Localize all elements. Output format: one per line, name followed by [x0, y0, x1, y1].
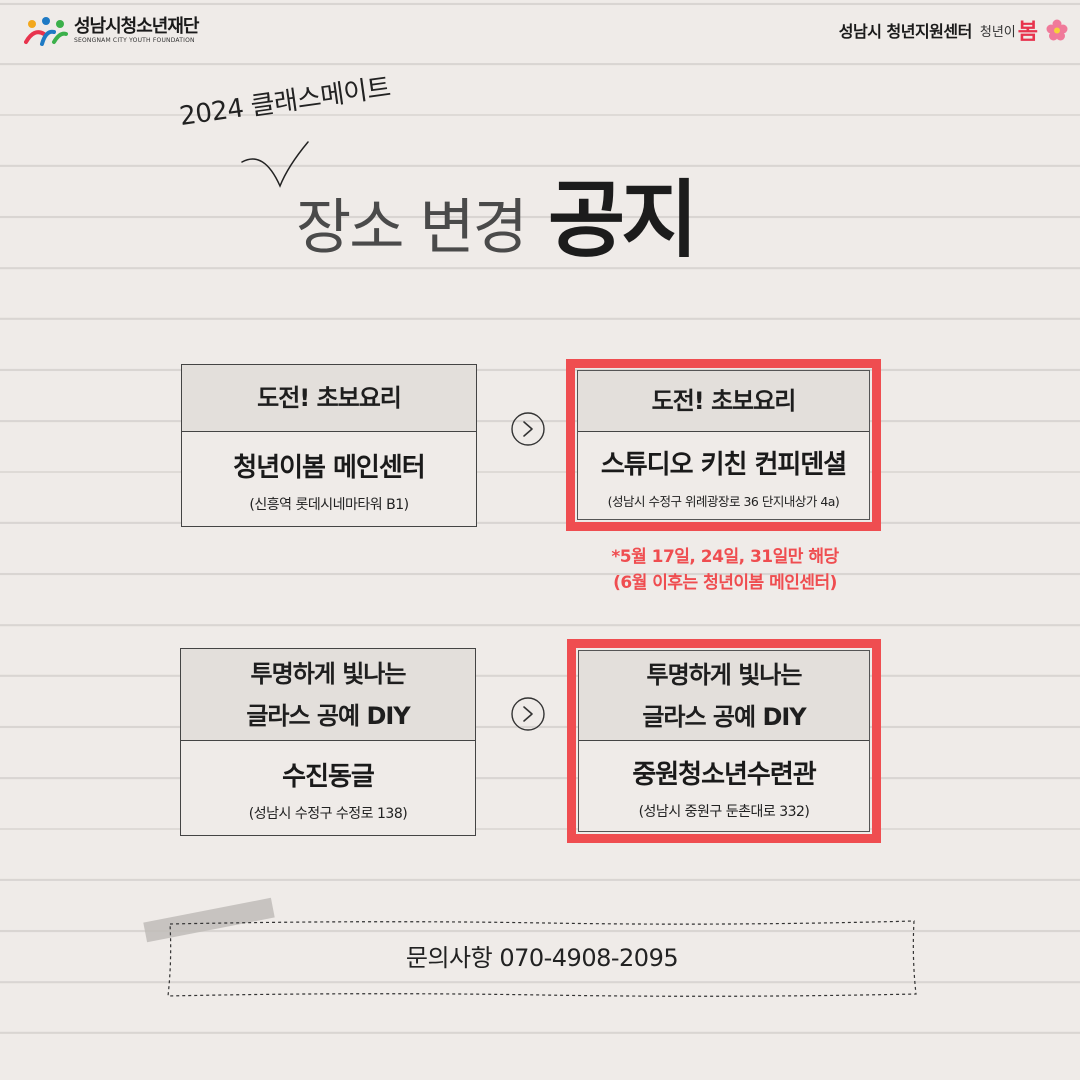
- class2-before-place: 수진동글: [282, 761, 375, 792]
- class2-before-card: 투명하게 빛나는 글라스 공예 DIY 수진동글 (성남시 수정구 수정로 13…: [180, 648, 476, 836]
- class2-after-class-line2: 글라스 공예 DIY: [642, 702, 806, 731]
- title-part2: 공지: [547, 171, 699, 269]
- class2-after-class-name: 투명하게 빛나는 글라스 공예 DIY: [579, 651, 869, 741]
- note-line2: (6월 이후는 청년이봄 메인센터): [613, 573, 837, 593]
- foundation-logo: 성남시청소년재단 SEONGNAM CITY YOUTH FOUNDATION: [24, 16, 199, 46]
- class2-before-class-line2: 글라스 공예 DIY: [246, 701, 410, 730]
- inquiry-contact: 문의사항 070-4908-2095: [405, 944, 679, 972]
- class1-before-card: 도전! 초보요리 청년이봄 메인센터 (신흥역 롯데시네마타워 B1): [181, 364, 477, 527]
- brand-main: 봄: [1017, 20, 1038, 45]
- class1-after-card: 도전! 초보요리 스튜디오 키친 컨피덴셜 (성남시 수정구 위례광장로 36 …: [577, 370, 870, 520]
- class1-after-highlight: [566, 359, 881, 531]
- chevron-right-icon: [511, 412, 545, 446]
- flower-icon: [1046, 19, 1068, 41]
- class2-before-class-name: 투명하게 빛나는 글라스 공예 DIY: [181, 649, 475, 741]
- class2-after-class-line1: 투명하게 빛나는: [646, 660, 803, 689]
- center-logo: 성남시 청년지원센터 청년이 봄: [839, 14, 1068, 46]
- center-name: 성남시 청년지원센터: [838, 22, 973, 41]
- inquiry-box-border: [167, 920, 917, 997]
- brand-sub: 청년이: [979, 24, 1016, 40]
- class2-before-class-line1: 투명하게 빛나는: [250, 659, 407, 688]
- class1-before-class-name: 도전! 초보요리: [182, 365, 476, 432]
- hero-subtitle: 2024 클래스메이트: [177, 72, 393, 133]
- title-part1: 장소 변경: [296, 193, 528, 263]
- class2-after-address: (성남시 중원구 둔촌대로 332): [638, 803, 810, 820]
- class2-after-place: 중원청소년수련관: [632, 759, 816, 790]
- foundation-logo-icon: [24, 17, 68, 46]
- class1-before-place: 청년이봄 메인센터: [233, 452, 425, 483]
- class2-after-card: 투명하게 빛나는 글라스 공예 DIY 중원청소년수련관 (성남시 중원구 둔촌…: [578, 650, 870, 832]
- class1-after-place: 스튜디오 키친 컨피덴셜: [600, 449, 847, 480]
- note-line1: *5월 17일, 24일, 31일만 해당: [611, 547, 839, 567]
- check-stroke-icon: [241, 141, 309, 188]
- chevron-right-icon: [511, 697, 545, 731]
- class2-before-address: (성남시 수정구 수정로 138): [248, 805, 408, 822]
- class2-after-highlight: [567, 639, 881, 843]
- schedule-note: *5월 17일, 24일, 31일만 해당 (6월 이후는 청년이봄 메인센터): [566, 544, 884, 596]
- page-title: 장소 변경 공지: [296, 168, 699, 269]
- class1-before-address: (신흥역 롯데시네마타워 B1): [249, 496, 409, 513]
- class1-after-class-name: 도전! 초보요리: [578, 371, 869, 432]
- foundation-name-en: SEONGNAM CITY YOUTH FOUNDATION: [74, 37, 195, 44]
- class1-after-address: (성남시 수정구 위례광장로 36 단지내상가 4a): [607, 493, 840, 509]
- foundation-name: 성남시청소년재단: [74, 16, 199, 37]
